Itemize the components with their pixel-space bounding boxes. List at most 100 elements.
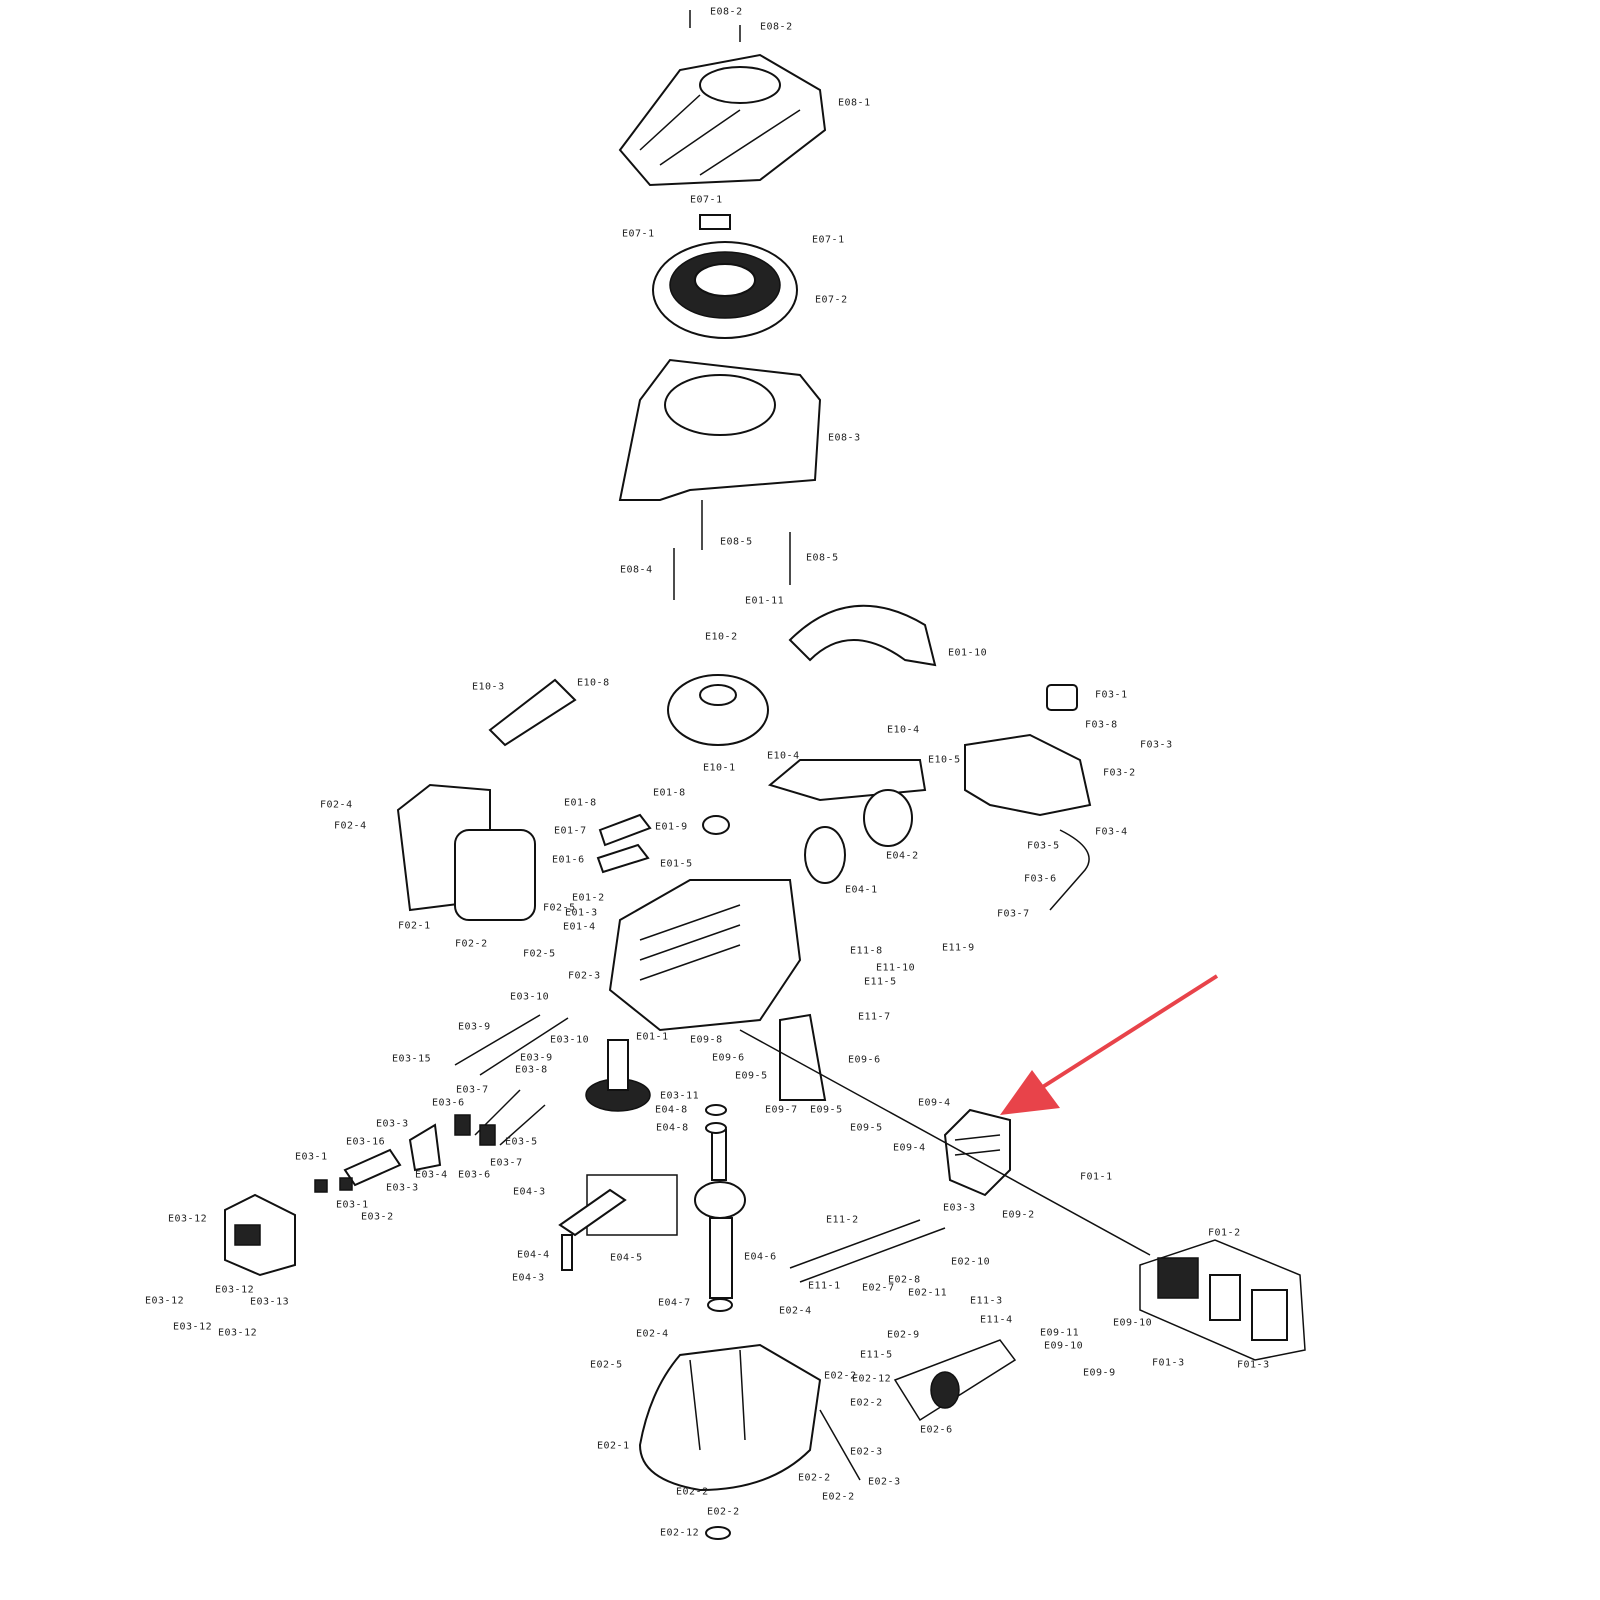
part-callout-label: E02-10 [951, 1256, 991, 1268]
part-callout-label: F03-4 [1095, 826, 1128, 838]
part-callout-label: E01-8 [564, 797, 597, 809]
part-callout-label: E02-2 [850, 1397, 883, 1409]
part-callout-label: E01-8 [653, 787, 686, 799]
part-callout-label: E08-2 [710, 6, 743, 18]
part-callout-label: E03-12 [168, 1213, 208, 1225]
crankshaft-part [694, 1129, 746, 1312]
piston-part [863, 789, 913, 847]
part-callout-label: E09-4 [893, 1142, 926, 1154]
part-callout-label: E09-6 [848, 1054, 881, 1066]
washer-part [705, 1104, 727, 1116]
part-callout-label: E01-2 [572, 892, 605, 904]
part-callout-label: E02-2 [676, 1486, 709, 1498]
part-callout-label: E02-9 [887, 1329, 920, 1341]
part-callout-label: E03-1 [336, 1199, 369, 1211]
part-callout-label: F02-4 [334, 820, 367, 832]
part-callout-label: E07-2 [815, 294, 848, 306]
part-callout-label: E09-4 [918, 1097, 951, 1109]
part-callout-label: F01-3 [1152, 1357, 1185, 1369]
oil-seal-part [702, 815, 730, 835]
part-callout-label: E03-16 [346, 1136, 386, 1148]
part-callout-label: E04-2 [886, 850, 919, 862]
part-callout-label: E09-5 [810, 1104, 843, 1116]
part-callout-label: E01-1 [636, 1031, 669, 1043]
piston-ring-part [804, 826, 846, 884]
part-callout-label: E03-7 [490, 1157, 523, 1169]
part-callout-label: E02-4 [779, 1305, 812, 1317]
part-callout-label: E03-5 [505, 1136, 538, 1148]
engine-cover-part [618, 53, 827, 187]
part-callout-label: F03-5 [1027, 840, 1060, 852]
part-callout-label: F01-2 [1208, 1227, 1241, 1239]
carburetor-part [943, 1108, 1011, 1197]
camshaft-part [585, 1039, 651, 1112]
part-callout-label: E01-4 [563, 921, 596, 933]
part-callout-label: E03-3 [943, 1202, 976, 1214]
part-callout-label: E09-2 [1002, 1209, 1035, 1221]
part-callout-label: E04-3 [513, 1186, 546, 1198]
part-callout-label: E01-10 [948, 647, 988, 659]
part-callout-label: E07-1 [622, 228, 655, 240]
fuel-tank-part [964, 684, 1092, 911]
part-callout-label: E08-3 [828, 432, 861, 444]
part-callout-label: E03-6 [432, 1097, 465, 1109]
part-callout-label: E09-6 [712, 1052, 745, 1064]
part-callout-label: E11-3 [970, 1295, 1003, 1307]
part-callout-label: E03-15 [392, 1053, 432, 1065]
part-callout-label: E04-8 [655, 1104, 688, 1116]
part-callout-label: E03-12 [145, 1295, 185, 1307]
part-callout-label: E01-11 [745, 595, 785, 607]
part-callout-label: E02-1 [597, 1440, 630, 1452]
part-callout-label: F03-3 [1140, 739, 1173, 751]
part-callout-label: E03-7 [456, 1084, 489, 1096]
part-callout-label: F01-3 [1237, 1359, 1270, 1371]
air-cleaner-part [1139, 1239, 1306, 1361]
part-callout-label: E03-3 [386, 1182, 419, 1194]
part-callout-label: E03-6 [458, 1169, 491, 1181]
part-callout-label: F03-7 [997, 908, 1030, 920]
part-callout-label: E02-2 [707, 1506, 740, 1518]
part-callout-label: F03-2 [1103, 767, 1136, 779]
bolt-icon [689, 10, 741, 42]
part-callout-label: E03-12 [215, 1284, 255, 1296]
governor-arm-part [779, 1013, 827, 1101]
valve-cover-part [224, 1193, 296, 1277]
part-callout-label: E09-8 [690, 1034, 723, 1046]
part-callout-label: E09-5 [735, 1070, 768, 1082]
gasket-part [596, 843, 650, 874]
part-callout-label: E01-6 [552, 854, 585, 866]
part-callout-label: E10-2 [705, 631, 738, 643]
part-callout-label: E07-1 [812, 234, 845, 246]
part-callout-label: F02-5 [523, 948, 556, 960]
part-callout-label: E02-3 [868, 1476, 901, 1488]
part-callout-label: E01-3 [565, 907, 598, 919]
part-callout-label: E09-9 [1083, 1367, 1116, 1379]
part-callout-label: F02-3 [568, 970, 601, 982]
part-callout-label: E04-3 [512, 1272, 545, 1284]
part-callout-label: E07-1 [690, 194, 723, 206]
part-callout-label: F03-1 [1095, 689, 1128, 701]
part-callout-label: E03-10 [550, 1034, 590, 1046]
part-callout-label: E09-10 [1113, 1317, 1153, 1329]
part-callout-label: E03-4 [415, 1169, 448, 1181]
part-callout-label: E02-8 [888, 1274, 921, 1286]
part-callout-label: E10-1 [703, 762, 736, 774]
part-callout-label: E11-4 [980, 1314, 1013, 1326]
part-callout-label: E03-11 [660, 1090, 700, 1102]
part-callout-label: E08-1 [838, 97, 871, 109]
part-callout-label: E02-2 [798, 1472, 831, 1484]
crankcase-part [638, 1343, 861, 1492]
part-callout-label: E10-8 [577, 677, 610, 689]
part-callout-label: E04-8 [656, 1122, 689, 1134]
part-callout-label: E02-3 [850, 1446, 883, 1458]
governor-rod-part [789, 1219, 921, 1269]
part-callout-label: E09-5 [850, 1122, 883, 1134]
rocker-part [314, 1123, 442, 1193]
engine-block-part [608, 879, 802, 1032]
part-callout-label: E03-9 [458, 1021, 491, 1033]
highlight-arrow-icon [1000, 974, 1219, 1115]
part-callout-label: F02-5 [543, 902, 576, 914]
part-callout-label: E03-2 [361, 1211, 394, 1223]
